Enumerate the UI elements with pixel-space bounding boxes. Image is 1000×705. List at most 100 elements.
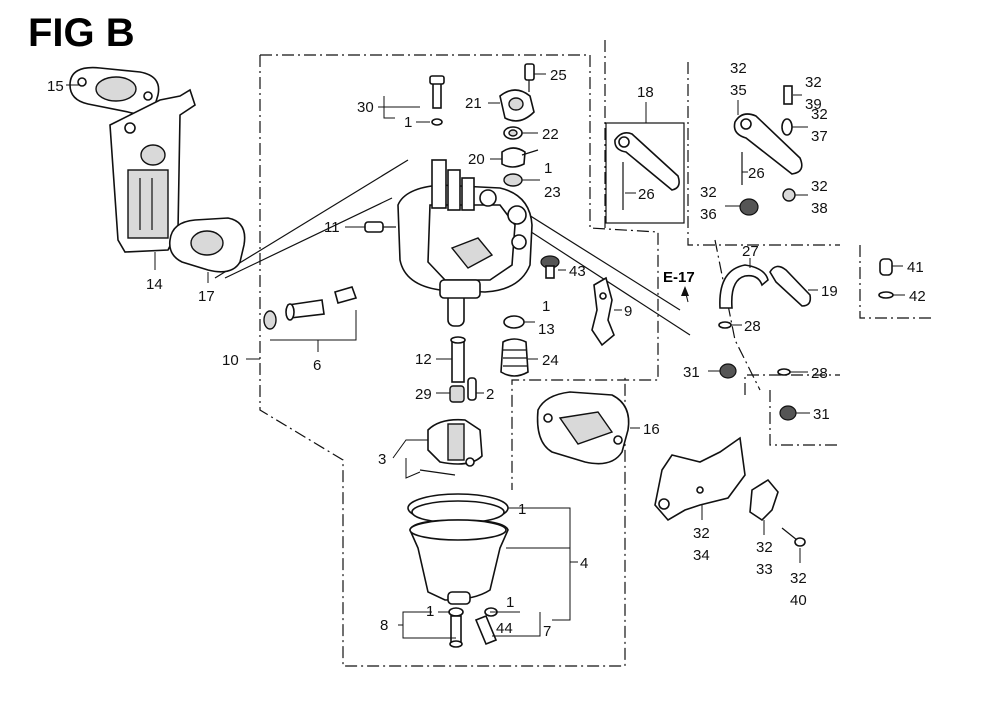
callout-9: 9 bbox=[624, 303, 632, 320]
carburetor-body bbox=[397, 159, 533, 327]
lever-35 bbox=[733, 113, 803, 185]
needle-2 bbox=[467, 377, 477, 401]
callout-25: 25 bbox=[550, 67, 567, 84]
hose-19 bbox=[769, 265, 812, 307]
callout-1e: 1 bbox=[544, 160, 552, 177]
callout-28b: 28 bbox=[811, 365, 828, 382]
spring-29 bbox=[449, 385, 465, 403]
callout-42: 42 bbox=[909, 288, 926, 305]
nut-31b bbox=[779, 405, 797, 421]
part-41 bbox=[879, 258, 893, 276]
callout-24: 24 bbox=[542, 352, 559, 369]
callout-34: 34 bbox=[693, 547, 710, 564]
bracket-34 bbox=[654, 436, 746, 522]
callout-39: 39 bbox=[805, 96, 822, 113]
callout-30: 30 bbox=[357, 99, 374, 116]
callout-2: 2 bbox=[486, 386, 494, 403]
callout-numbers: 15 14 17 10 30 1 11 6 12 29 2 3 1 4 8 1 … bbox=[47, 60, 926, 640]
callout-1f: 1 bbox=[542, 298, 550, 315]
clip-28a bbox=[718, 321, 732, 329]
reference-label: E-17 bbox=[663, 269, 695, 286]
callout-15: 15 bbox=[47, 78, 64, 95]
callout-19: 19 bbox=[821, 283, 838, 300]
callout-20: 20 bbox=[468, 151, 485, 168]
screw-40 bbox=[781, 527, 806, 547]
nut-38 bbox=[782, 188, 796, 202]
callout-6: 6 bbox=[313, 357, 321, 374]
callout-33: 33 bbox=[756, 561, 773, 578]
callout-4: 4 bbox=[580, 555, 588, 572]
drain-screw-7 bbox=[474, 607, 498, 646]
callout-16: 16 bbox=[643, 421, 660, 438]
callout-21: 21 bbox=[465, 95, 482, 112]
callout-11: 11 bbox=[324, 219, 340, 236]
callout-32h: 32 bbox=[790, 570, 807, 587]
callout-29: 29 bbox=[415, 386, 432, 403]
guide-lines bbox=[214, 159, 691, 336]
reference-arrow-icon bbox=[681, 286, 689, 296]
callout-7: 7 bbox=[543, 623, 551, 640]
float-3 bbox=[419, 418, 483, 476]
gasket-17 bbox=[168, 217, 246, 273]
callout-23: 23 bbox=[544, 184, 561, 201]
callout-8: 8 bbox=[380, 617, 388, 634]
pilot-screw-6 bbox=[263, 286, 358, 330]
assembly-boundary bbox=[259, 40, 935, 667]
washer-22 bbox=[503, 126, 523, 140]
callout-41: 41 bbox=[907, 259, 924, 276]
callout-35: 35 bbox=[730, 82, 747, 99]
callout-44: 44 bbox=[496, 620, 513, 637]
callout-37: 37 bbox=[811, 128, 828, 145]
nut-31a bbox=[719, 363, 737, 379]
callout-31a: 31 bbox=[683, 364, 700, 381]
bracket-9 bbox=[591, 276, 615, 347]
screw-30 bbox=[429, 75, 445, 126]
callout-10: 10 bbox=[222, 352, 239, 369]
gasket-15 bbox=[69, 66, 160, 115]
callout-32d: 32 bbox=[700, 184, 717, 201]
callout-32e: 32 bbox=[811, 178, 828, 195]
callout-28a: 28 bbox=[744, 318, 761, 335]
callout-32b: 32 bbox=[805, 74, 822, 91]
callout-26b: 26 bbox=[748, 165, 765, 182]
callout-38: 38 bbox=[811, 200, 828, 217]
main-jet-12 bbox=[450, 336, 466, 383]
spring-36 bbox=[739, 198, 759, 216]
seal-23 bbox=[503, 173, 523, 187]
leader-lines bbox=[66, 73, 905, 639]
spring-20 bbox=[501, 147, 539, 168]
callout-1b: 1 bbox=[518, 501, 526, 518]
callout-32f: 32 bbox=[693, 525, 710, 542]
cap-24 bbox=[500, 338, 529, 377]
callout-3: 3 bbox=[378, 451, 386, 468]
callout-17: 17 bbox=[198, 288, 215, 305]
figure-title: FIG B bbox=[28, 11, 135, 55]
screw-11 bbox=[364, 221, 396, 233]
lever-21 bbox=[499, 89, 535, 122]
callout-40: 40 bbox=[790, 592, 807, 609]
o-ring-13 bbox=[503, 315, 525, 329]
callout-27: 27 bbox=[742, 243, 759, 260]
lever-box-18 bbox=[605, 122, 685, 224]
callout-1d: 1 bbox=[506, 594, 514, 611]
washer-37 bbox=[781, 118, 793, 136]
float-chamber-4 bbox=[407, 493, 509, 605]
callout-1a: 1 bbox=[404, 114, 412, 131]
callout-13: 13 bbox=[538, 321, 555, 338]
callout-12: 12 bbox=[415, 351, 432, 368]
callout-26a: 26 bbox=[638, 186, 655, 203]
callout-18: 18 bbox=[637, 84, 654, 101]
part-42 bbox=[878, 291, 894, 299]
callout-32c: 32 bbox=[811, 106, 828, 123]
callout-32a: 32 bbox=[730, 60, 747, 77]
callout-43: 43 bbox=[569, 263, 586, 280]
tube-27 bbox=[719, 264, 769, 309]
screw-43 bbox=[540, 255, 560, 279]
drain-bolt-8 bbox=[448, 607, 464, 648]
callout-14: 14 bbox=[146, 276, 163, 293]
lever-33 bbox=[749, 478, 779, 522]
screw-25 bbox=[524, 63, 535, 92]
bolt-39 bbox=[783, 85, 793, 105]
callout-31b: 31 bbox=[813, 406, 830, 423]
